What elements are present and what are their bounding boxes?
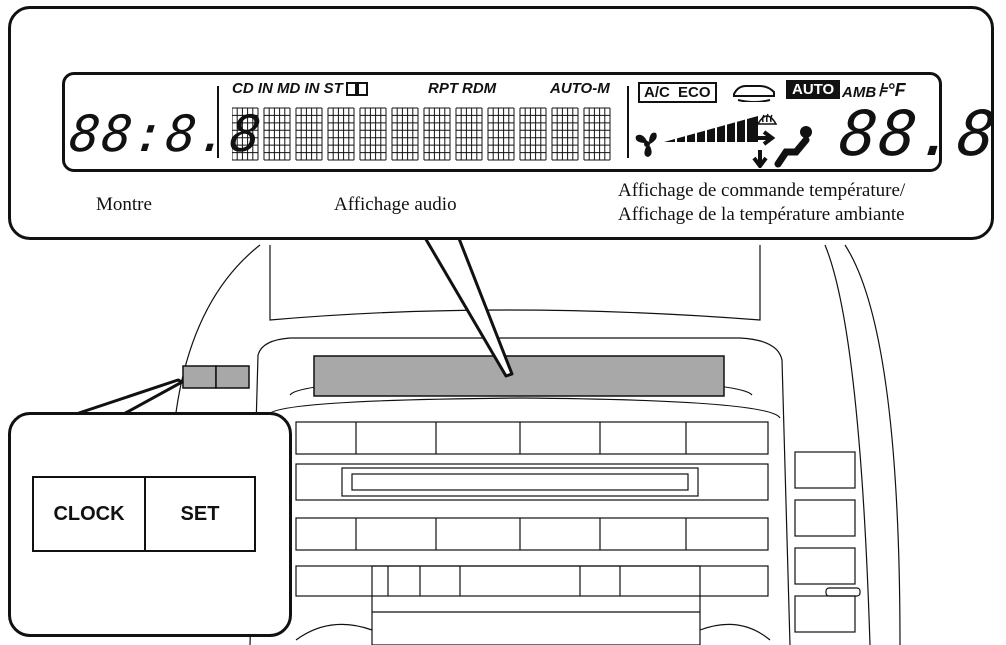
set-button[interactable]: SET (144, 476, 256, 552)
matrix-character-cell (551, 107, 579, 161)
unit-label: °F (887, 80, 906, 100)
matrix-character-cell (263, 107, 291, 161)
ac-eco-indicator: A/C ECO (638, 82, 717, 103)
matrix-character-cell (327, 107, 355, 161)
matrix-character-cell (359, 107, 387, 161)
matrix-character-cell (391, 107, 419, 161)
amb-indicator: AMB (842, 84, 877, 101)
matrix-character-cell (423, 107, 451, 161)
thermometer-icon: ⊧ (878, 80, 888, 100)
clock-label: Montre (96, 194, 152, 215)
audio-dot-matrix (232, 107, 611, 161)
auto-m-indicator: AUTO-M (550, 80, 610, 97)
recirculation-car-icon (730, 80, 778, 107)
ac-indicator: A/C (644, 84, 670, 101)
auto-indicator: AUTO (786, 80, 841, 99)
matrix-character-cell (232, 107, 259, 161)
matrix-character-cell (583, 107, 611, 161)
fan-speed-bars-icon (664, 115, 758, 144)
random-indicator: RDM (462, 80, 497, 97)
matrix-character-cell (295, 107, 323, 161)
temperature-digits: 88.8 (836, 97, 1002, 170)
rear-defrost-icon (756, 108, 778, 131)
lcd-divider-left (217, 86, 219, 158)
matrix-character-cell (455, 107, 483, 161)
matrix-character-cell (519, 107, 547, 161)
temp-display-label-line1: Affichage de commande température/ (618, 180, 906, 201)
dolby-icon (346, 82, 368, 101)
source-indicators: CD IN MD IN ST (232, 80, 343, 97)
airflow-seat-icon (748, 124, 838, 173)
fan-icon (632, 130, 662, 163)
matrix-character-cell (487, 107, 515, 161)
clock-button[interactable]: CLOCK (32, 476, 146, 552)
lcd-panel (62, 72, 942, 172)
temp-unit-indicator: ⊧°F (878, 80, 906, 101)
temp-display-label-line2: Affichage de la température ambiante (618, 204, 905, 225)
repeat-indicator: RPT (428, 80, 458, 97)
eco-indicator: ECO (678, 84, 711, 101)
lcd-divider-right (627, 86, 629, 158)
audio-display-label: Affichage audio (334, 194, 457, 215)
